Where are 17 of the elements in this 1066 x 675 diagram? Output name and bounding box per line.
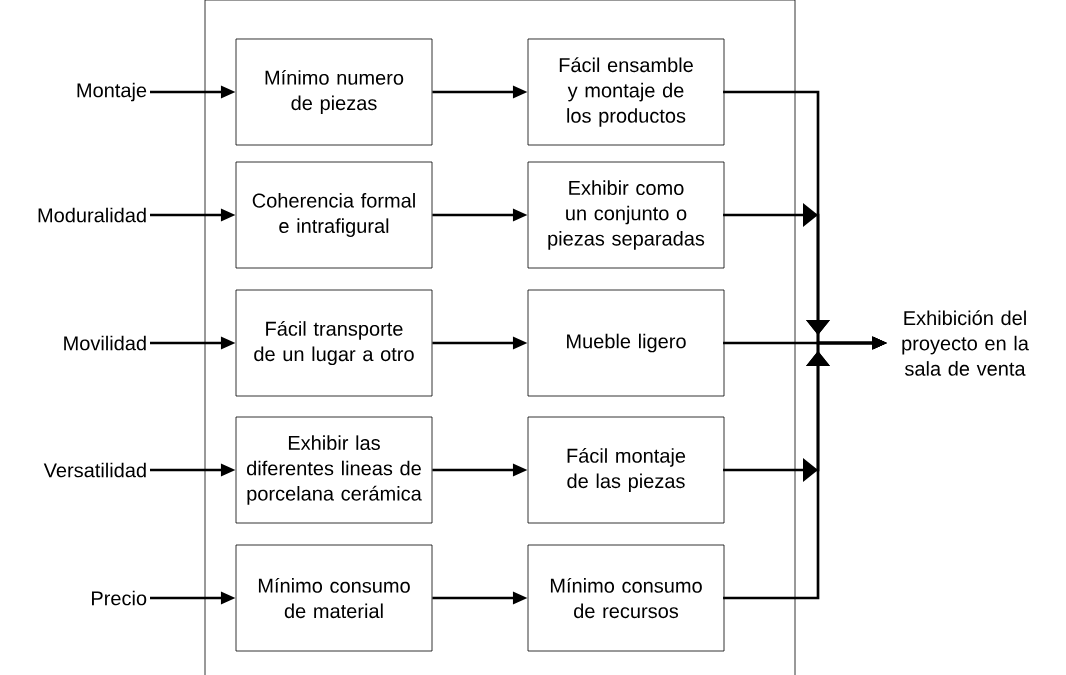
process-box: Exhibir las diferentes lineas de porcelana cerámica <box>235 416 433 524</box>
process-box: Exhibir como un conjunto o piezas separadas <box>527 161 725 269</box>
input-label: Moduralidad <box>38 207 146 223</box>
output-label: Exhibición del proyecto en la sala de venta <box>902 310 1029 376</box>
process-box: Mínimo numero de piezas <box>235 38 433 146</box>
input-label: Movilidad <box>64 335 146 351</box>
process-box: Mínimo consumo de material <box>235 544 433 652</box>
process-box: Fácil transporte de un lugar a otro <box>235 289 433 397</box>
process-box: Coherencia formal e intrafigural <box>235 161 433 269</box>
process-box: Mueble ligero <box>527 289 725 397</box>
process-box: Fácil montaje de las piezas <box>527 416 725 524</box>
input-label: Versatilidad <box>43 462 146 478</box>
process-box: Mínimo consumo de recursos <box>527 544 725 652</box>
frame-box <box>204 0 796 675</box>
input-label: Montaje <box>77 82 147 102</box>
input-label: Precio <box>92 590 147 606</box>
process-box: Fácil ensamble y montaje de los productos <box>527 38 725 146</box>
